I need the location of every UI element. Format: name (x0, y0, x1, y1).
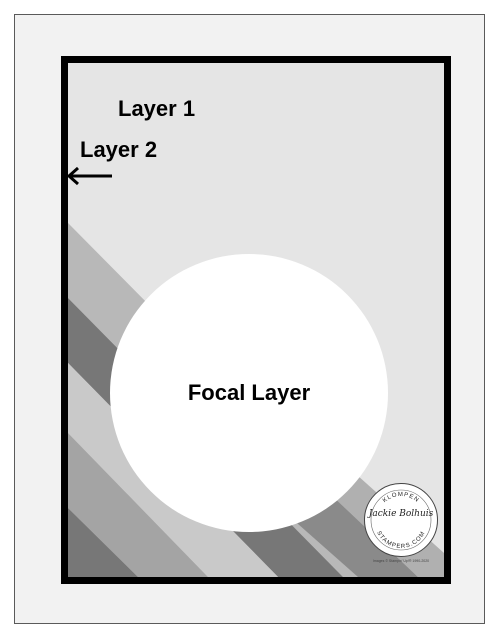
layer-1-panel: Focal Layer KLOMPEN STAMPERS.COM Jackie … (61, 56, 451, 584)
left-arrow-icon (66, 166, 112, 186)
layer-2-label: Layer 2 (80, 137, 158, 162)
logo-badge: KLOMPEN STAMPERS.COM (364, 483, 438, 557)
svg-text:STAMPERS.COM: STAMPERS.COM (375, 530, 427, 550)
logo-bottom-text: STAMPERS.COM (375, 530, 426, 550)
logo-copyright: Images © Stampin' Up!® 1990-2020 (372, 559, 430, 563)
logo-ring-text: KLOMPEN STAMPERS.COM (370, 489, 432, 551)
stripe-4 (68, 433, 208, 577)
svg-text:KLOMPEN: KLOMPEN (382, 492, 420, 504)
focal-layer-label: Focal Layer (187, 380, 311, 405)
logo-name: Jackie Bolhuis (368, 509, 434, 519)
klompen-stampers-logo: KLOMPEN STAMPERS.COM Jackie Bolhuis Imag… (364, 483, 438, 571)
focal-layer-circle: Focal Layer (110, 254, 388, 532)
stripe-5 (68, 508, 138, 577)
layer-1-label: Layer 1 (118, 96, 196, 121)
logo-top-text: KLOMPEN (382, 492, 419, 504)
